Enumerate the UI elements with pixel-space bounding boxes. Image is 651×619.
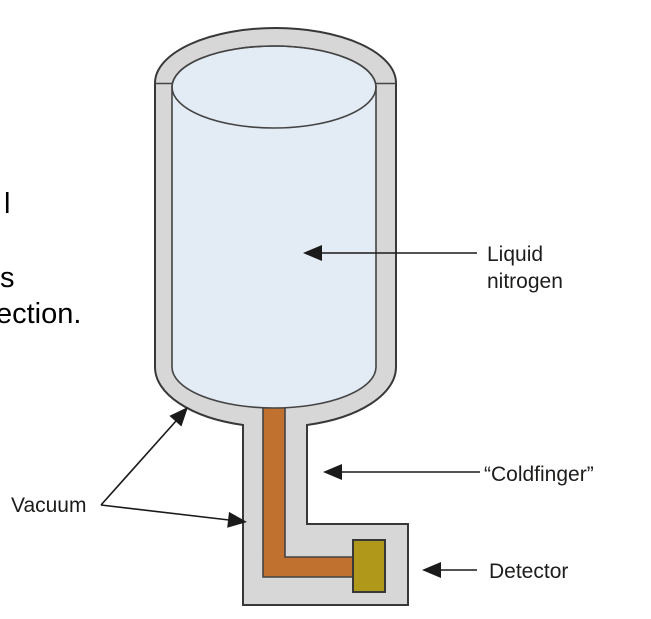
liquid-surface-ellipse [171,45,377,129]
vacuum-arrowhead-lower-icon [227,511,247,528]
coldfinger-arrow [323,464,480,480]
detector-chip [352,539,386,593]
liquid-nitrogen-label-line2: nitrogen [487,270,563,293]
detector-arrow [422,562,477,578]
liquid-nitrogen-body [171,45,377,409]
coldfinger-label: “Coldfinger” [484,463,594,486]
page-text-fragment-1: l [4,188,10,220]
vacuum-arrow-lower-line [100,504,230,521]
coldfinger-arrowhead-icon [323,464,342,480]
detector-arrowhead-icon [422,562,441,578]
vacuum-arrowhead-upper-icon [169,407,188,427]
page-text-fragment-3: ection. [0,298,81,330]
liquid-nitrogen-arrowhead-icon [303,245,322,261]
detector-label: Detector [489,560,568,583]
liquid-nitrogen-label-line1: Liquid [487,243,543,266]
vacuum-arrow-upper-line [100,420,177,506]
page-text-fragment-2: s [0,262,15,294]
vacuum-label: Vacuum [11,494,86,517]
liquid-nitrogen-arrow [303,245,477,261]
vacuum-arrows [100,407,247,528]
